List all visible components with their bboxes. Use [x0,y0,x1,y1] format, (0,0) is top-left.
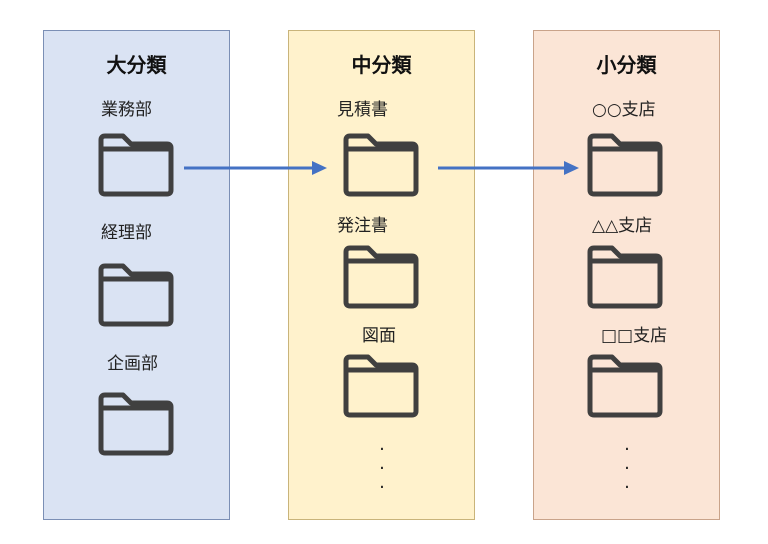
folder-icon[interactable] [97,391,175,457]
folder-icon[interactable] [586,353,664,419]
folder-label-kikaku: 企画部 [107,354,158,374]
folder-label-branch-circle: ○○支店 [592,100,656,120]
folder-icon[interactable] [97,132,175,198]
folder-label-keiri: 経理部 [101,223,152,243]
folder-icon[interactable] [342,132,420,198]
folder-label-branch-square: □□支店 [601,326,668,346]
arrow-right-icon [184,161,327,175]
folder-icon[interactable] [97,262,175,328]
folder-label-gyomu: 業務部 [101,100,152,120]
folder-label-mitsumori: 見積書 [337,100,388,120]
folder-icon[interactable] [586,132,664,198]
continuation-dots: · · · [624,439,630,498]
arrow-right-icon [438,161,579,175]
column-title: 中分類 [351,53,412,77]
folder-label-hacchu: 発注書 [337,216,388,236]
continuation-dots: · · · [379,439,385,498]
folder-icon[interactable] [342,353,420,419]
column-middle-category: 中分類 [288,30,475,520]
column-minor-category: 小分類 [533,30,720,520]
column-title: 大分類 [106,53,167,77]
folder-label-zumen: 図面 [362,326,396,346]
column-title: 小分類 [596,53,657,77]
folder-icon[interactable] [586,244,664,310]
folder-icon[interactable] [342,244,420,310]
folder-label-branch-triangle: △△支店 [592,216,653,236]
